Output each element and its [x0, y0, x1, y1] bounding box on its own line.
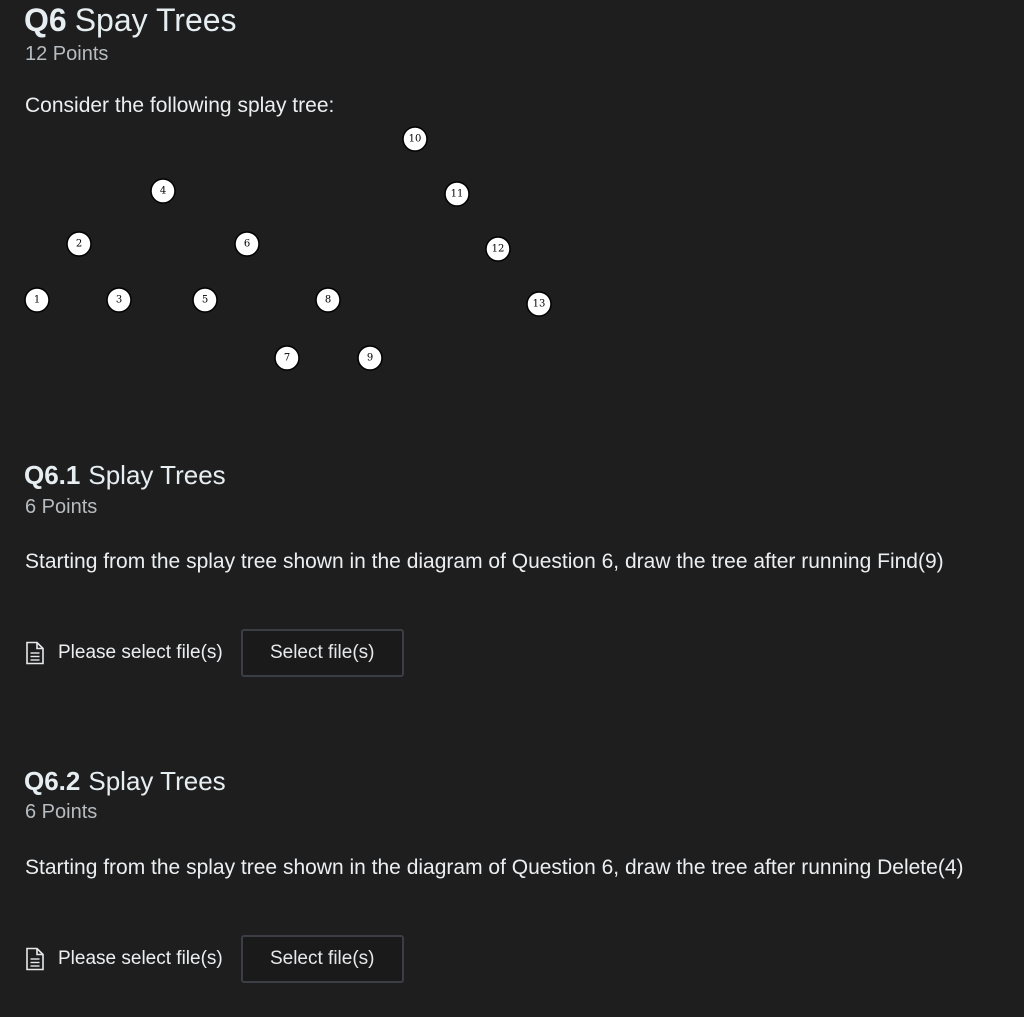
svg-text:12: 12 [492, 244, 505, 255]
upload-status-text: Please select file(s) [58, 642, 223, 663]
subquestion-1-name: Splay Trees [88, 460, 226, 490]
svg-text:6: 6 [244, 239, 250, 250]
tree-node-6: 6 [234, 231, 260, 257]
question-name: Spay Trees [74, 2, 237, 38]
subquestion-1-prompt: Starting from the splay tree shown in th… [25, 550, 944, 573]
tree-node-1: 1 [24, 287, 50, 313]
svg-text:5: 5 [202, 295, 208, 306]
splay-tree-diagram: 1 2 3 4 5 6 7 8 9 10 11 12 [24, 126, 552, 371]
tree-node-5: 5 [192, 287, 218, 313]
question-intro: Consider the following splay tree: [25, 94, 335, 117]
select-files-button[interactable]: Select file(s) [240, 629, 404, 677]
tree-node-3: 3 [106, 287, 132, 313]
tree-node-13: 13 [526, 291, 552, 317]
svg-text:13: 13 [533, 299, 546, 310]
svg-text:1: 1 [34, 295, 40, 306]
svg-text:4: 4 [160, 186, 166, 197]
svg-text:9: 9 [367, 353, 373, 364]
subquestion-2-prompt: Starting from the splay tree shown in th… [25, 856, 964, 879]
tree-node-4: 4 [150, 178, 176, 204]
tree-node-2: 2 [66, 231, 92, 257]
document-icon [26, 641, 44, 665]
subquestion-2-upload: Please select file(s) Select file(s) [24, 934, 404, 984]
svg-text:11: 11 [451, 189, 464, 200]
select-files-button[interactable]: Select file(s) [240, 935, 404, 983]
question-points: 12 Points [25, 43, 109, 65]
subquestion-1-number: Q6.1 [24, 460, 81, 490]
subquestion-2-name: Splay Trees [88, 766, 226, 796]
svg-text:3: 3 [116, 295, 122, 306]
tree-node-8: 8 [315, 287, 341, 313]
subquestion-2-number: Q6.2 [24, 766, 81, 796]
subquestion-1-upload: Please select file(s) Select file(s) [24, 628, 404, 678]
tree-node-9: 9 [357, 345, 383, 371]
subquestion-1-points: 6 Points [25, 496, 98, 518]
subquestion-2-points: 6 Points [25, 801, 98, 823]
upload-status-text: Please select file(s) [58, 948, 223, 969]
tree-node-12: 12 [485, 236, 511, 262]
svg-text:2: 2 [76, 239, 82, 250]
svg-text:10: 10 [409, 134, 422, 145]
tree-node-7: 7 [274, 345, 300, 371]
tree-node-10: 10 [402, 126, 428, 152]
svg-text:8: 8 [325, 295, 331, 306]
svg-text:7: 7 [284, 353, 290, 364]
document-icon [26, 947, 44, 971]
question-number: Q6 [24, 2, 67, 38]
tree-node-11: 11 [444, 181, 470, 207]
